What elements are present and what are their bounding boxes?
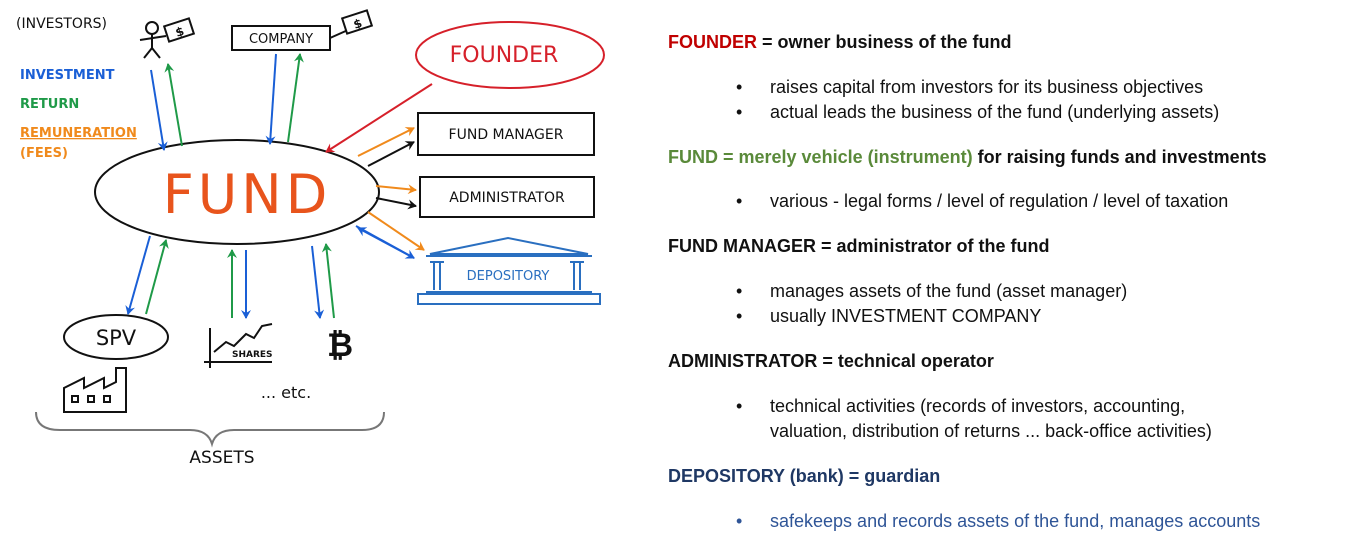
link-arrow-administrator <box>375 197 417 210</box>
founder-arrow <box>325 83 433 153</box>
shares-chart-icon <box>204 323 273 368</box>
depository-heading: DEPOSITORY (bank) = guardian <box>668 466 941 486</box>
fund-heading: FUND = merely vehicle (instrument) for r… <box>668 147 1267 168</box>
shares-label: SHARES <box>232 350 273 360</box>
return-arrow-company <box>287 53 304 143</box>
administrator-bullet: •technical activities (records of invest… <box>736 396 1186 416</box>
fees-arrow-fund-manager <box>357 127 415 157</box>
svg-text:$: $ <box>352 16 364 32</box>
founder-definition: = owner business of the fund <box>757 32 1012 52</box>
company-label: COMPANY <box>249 32 313 47</box>
fees-arrow-administrator <box>375 184 417 195</box>
fund-manager-heading: FUND MANAGER = administrator of the fund <box>668 236 1050 256</box>
link-arrow-depository-back <box>357 227 415 259</box>
fund-manager-label: FUND MANAGER <box>449 127 564 143</box>
spv-ellipse <box>63 314 169 360</box>
etc-label: ... etc. <box>261 383 311 402</box>
founder-bullet: •raises capital from investors for its b… <box>736 77 1204 97</box>
factory-icon <box>63 367 127 413</box>
fund-definition: for raising funds and investments <box>972 147 1267 167</box>
founder-label: FOUNDER <box>450 43 559 68</box>
fund-term: FUND = merely vehicle (instrument) <box>668 147 973 167</box>
assets-label: ASSETS <box>189 448 254 468</box>
definitions-panel: FOUNDER = owner business of the fund •ra… <box>668 0 1368 550</box>
depository-label: DEPOSITORY <box>467 269 550 284</box>
depository-bank-icon <box>417 236 601 305</box>
fees-arrow-depository <box>367 211 425 251</box>
return-arrow-bitcoin <box>321 243 335 319</box>
founder-bullet: •actual leads the business of the fund (… <box>736 102 1220 122</box>
investment-arrow-company <box>265 53 277 145</box>
link-arrow-fund-manager <box>367 141 415 167</box>
administrator-box <box>419 176 595 218</box>
legend-investors: (INVESTORS) <box>16 16 107 32</box>
legend-remuneration: REMUNERATION <box>20 126 137 141</box>
fund-label: FUND <box>163 163 332 226</box>
investment-arrow-investors <box>150 69 168 151</box>
fund-ellipse <box>94 139 380 245</box>
investor-dollar-bill-icon: $ <box>162 17 196 43</box>
svg-text:$: $ <box>174 24 186 40</box>
fund-manager-bullet: •usually INVESTMENT COMPANY <box>736 306 1042 326</box>
fund-structure-diagram: (INVESTORS) INVESTMENT RETURN REMUNERATI… <box>16 9 605 468</box>
investor-person-icon <box>139 21 167 59</box>
fund-manager-box <box>417 112 595 156</box>
administrator-heading: ADMINISTRATOR = technical operator <box>668 351 994 371</box>
return-arrow-investors <box>164 63 183 147</box>
investment-arrow-spv <box>125 235 151 315</box>
fund-manager-bullet: •manages assets of the fund (asset manag… <box>736 281 1128 301</box>
assets-brace <box>35 411 385 448</box>
company-dollar-bill-icon: $ <box>340 9 374 35</box>
founder-heading: FOUNDER = owner business of the fund <box>668 32 1012 53</box>
depository-bullet: •safekeeps and records assets of the fun… <box>736 511 1261 531</box>
legend-investment: INVESTMENT <box>20 68 115 83</box>
founder-term: FOUNDER <box>668 32 757 52</box>
return-arrow-spv <box>145 239 169 315</box>
bitcoin-icon: ₿ <box>327 326 353 364</box>
legend-fees: (FEES) <box>20 146 68 161</box>
legend-return: RETURN <box>20 97 79 112</box>
investment-arrow-bitcoin <box>311 245 325 319</box>
founder-ellipse <box>415 21 605 89</box>
administrator-label: ADMINISTRATOR <box>449 190 565 206</box>
fund-bullet: •various - legal forms / level of regula… <box>736 191 1229 211</box>
administrator-bullet-continuation: valuation, distribution of returns ... b… <box>770 421 1212 441</box>
spv-label: SPV <box>96 326 137 350</box>
